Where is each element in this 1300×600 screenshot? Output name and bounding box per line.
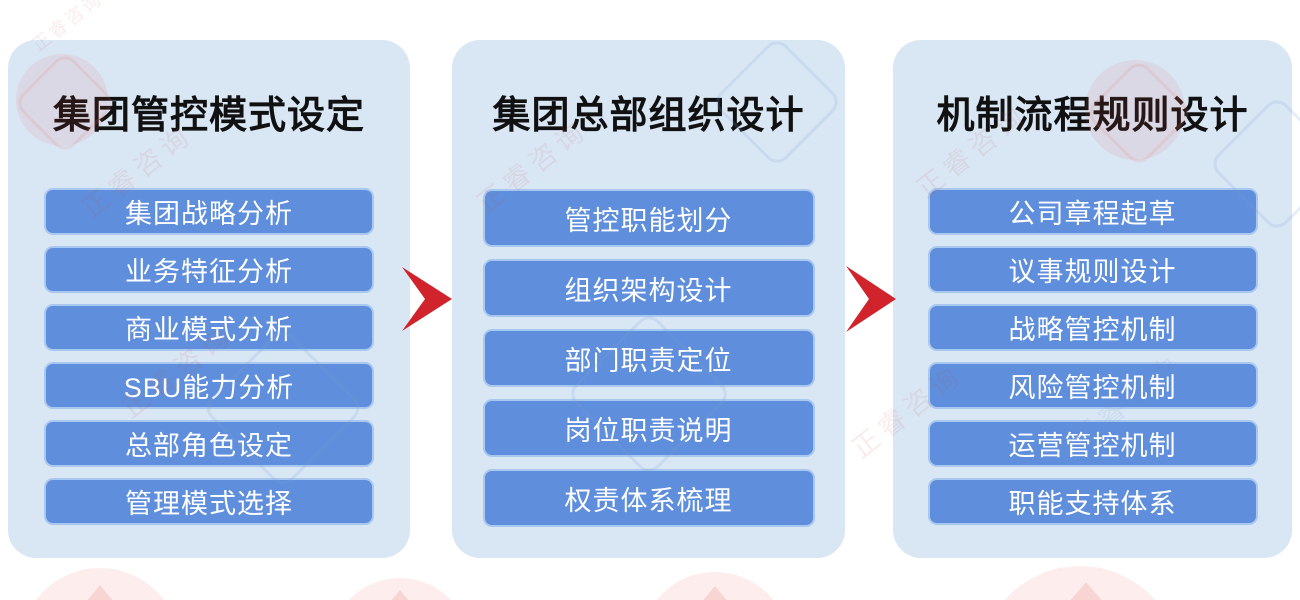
step-box: SBU能力分析 <box>44 362 374 409</box>
watermark-peak-icon <box>687 586 743 600</box>
watermark-peak-icon <box>72 585 128 600</box>
stage-title: 机制流程规则设计 <box>936 95 1249 137</box>
chevron-arrow-icon <box>846 266 896 332</box>
step-box: 集团战略分析 <box>44 188 374 235</box>
step-box: 战略管控机制 <box>927 304 1258 351</box>
step-box: 组织架构设计 <box>482 259 815 317</box>
watermark-peak-icon <box>372 590 428 600</box>
step-box: 业务特征分析 <box>44 246 374 293</box>
step-box: 公司章程起草 <box>927 188 1258 235</box>
watermark-logo-circle-icon <box>330 578 470 600</box>
step-box: 议事规则设计 <box>927 246 1258 293</box>
step-box: 职能支持体系 <box>927 478 1258 525</box>
stage-panel-hq-organization-design: 集团总部组织设计 管控职能划分 组织架构设计 部门职责定位 岗位职责说明 权责体… <box>452 40 845 558</box>
stage-title: 集团总部组织设计 <box>492 95 805 137</box>
step-box: 部门职责定位 <box>482 329 815 387</box>
step-box: 商业模式分析 <box>44 304 374 351</box>
step-box: 权责体系梳理 <box>482 469 815 527</box>
step-list: 集团战略分析 业务特征分析 商业模式分析 SBU能力分析 总部角色设定 管理模式… <box>8 188 410 525</box>
step-box: 总部角色设定 <box>44 420 374 467</box>
step-box: 岗位职责说明 <box>482 399 815 457</box>
step-list: 公司章程起草 议事规则设计 战略管控机制 风险管控机制 运营管控机制 职能支持体… <box>893 188 1292 525</box>
stage-title: 集团管控模式设定 <box>52 95 365 137</box>
step-box: 运营管控机制 <box>927 420 1258 467</box>
watermark-logo-circle-icon <box>980 566 1180 600</box>
watermark-logo-circle-icon <box>20 568 180 600</box>
stage-panel-group-control-model: 集团管控模式设定 集团战略分析 业务特征分析 商业模式分析 SBU能力分析 总部… <box>8 40 410 558</box>
watermark-logo-circle-icon <box>640 572 790 600</box>
watermark-peak-icon <box>1052 582 1120 600</box>
step-list: 管控职能划分 组织架构设计 部门职责定位 岗位职责说明 权责体系梳理 <box>452 189 845 527</box>
step-box: 风险管控机制 <box>927 362 1258 409</box>
step-box: 管理模式选择 <box>44 478 374 525</box>
step-box: 管控职能划分 <box>482 189 815 247</box>
stage-panel-mechanism-process-rules: 机制流程规则设计 公司章程起草 议事规则设计 战略管控机制 风险管控机制 运营管… <box>893 40 1292 558</box>
